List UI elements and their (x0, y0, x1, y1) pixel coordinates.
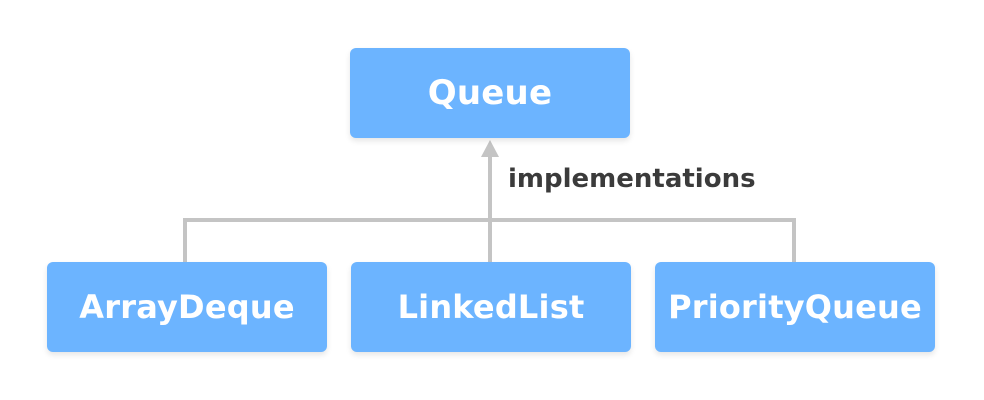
arraydeque-box: ArrayDeque (47, 262, 327, 352)
arrow-head (481, 140, 499, 157)
linkedlist-label: LinkedList (397, 288, 585, 326)
queue-label: Queue (427, 73, 553, 113)
arraydeque-label: ArrayDeque (79, 288, 295, 326)
priorityqueue-box: PriorityQueue (655, 262, 935, 352)
linkedlist-box: LinkedList (351, 262, 631, 352)
queue-box: Queue (350, 48, 630, 138)
priorityqueue-label: PriorityQueue (668, 288, 922, 326)
implementations-label: implementations (508, 164, 756, 194)
